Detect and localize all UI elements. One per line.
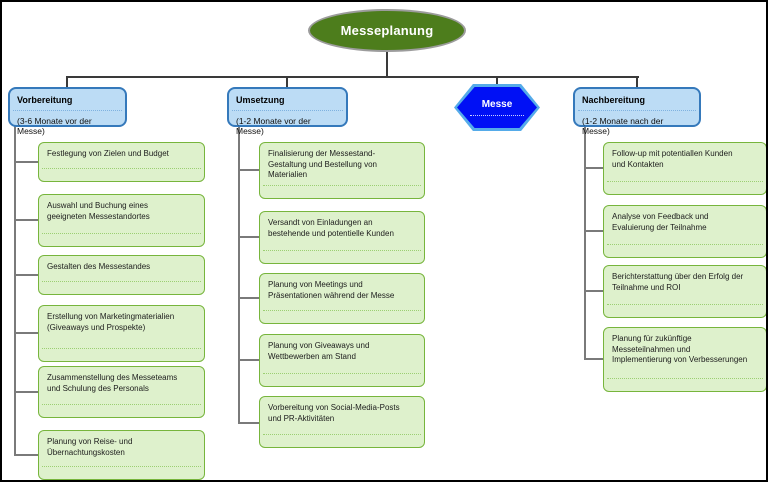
connector-line [66,76,639,78]
root-node-label: Messeplanung [340,23,434,38]
task-node[interactable]: Planung von Giveaways und Wettbewerben a… [259,334,425,387]
connector-line [14,274,39,276]
dotted-divider [13,110,122,111]
task-label: Festlegung von Zielen und Budget [47,149,169,158]
task-label: Versandt von Einladungen an bestehende u… [268,218,394,238]
task-node[interactable]: Analyse von Feedback und Evaluierung der… [603,205,766,258]
task-label: Analyse von Feedback und Evaluierung der… [612,212,709,232]
connector-line [238,236,260,238]
connector-line [14,219,39,221]
connector-line [584,290,604,292]
connector-line [14,126,16,456]
stage-subtitle: (3-6 Monate vor der Messe) [17,116,92,136]
connector-line [584,126,586,360]
stage-node-umsetzung[interactable]: Umsetzung (1-2 Monate vor der Messe) [227,87,348,136]
task-node[interactable]: Planung von Meetings und Präsentationen … [259,273,425,324]
task-node[interactable]: Berichterstattung über den Erfolg der Te… [603,265,766,318]
connector-line [66,76,68,89]
task-label: Gestalten des Messestandes [47,262,151,271]
task-label: Berichterstattung über den Erfolg der Te… [612,272,744,292]
connector-line [584,230,604,232]
task-node[interactable]: Zusammenstellung des Messeteams und Schu… [38,366,205,418]
connector-line [238,359,260,361]
event-label: Messe [481,99,513,110]
connector-line [238,422,260,424]
connector-line [386,51,388,78]
task-label: Planung von Giveaways und Wettbewerben a… [268,341,370,361]
connector-line [238,169,260,171]
connector-line [496,76,498,87]
task-label: Vorbereitung von Social-Media-Posts und … [268,403,400,423]
connector-line [584,358,604,360]
task-node[interactable]: Auswahl und Buchung eines geeigneten Mes… [38,194,205,247]
connector-line [14,332,39,334]
stage-title: Umsetzung [236,95,285,105]
stage-subtitle: (1-2 Monate nach der Messe) [582,116,664,136]
event-node-messe[interactable]: Messe [454,84,540,131]
task-node[interactable]: Vorbereitung von Social-Media-Posts und … [259,396,425,448]
task-node[interactable]: Follow-up mit potentiallen Kunden und Ko… [603,142,766,195]
stage-node-nachbereitung[interactable]: Nachbereitung (1-2 Monate nach der Messe… [573,87,701,136]
task-node[interactable]: Finalisierung der Messestand- Gestaltung… [259,142,425,199]
connector-line [636,76,638,89]
stage-node-vorbereitung[interactable]: Vorbereitung (3-6 Monate vor der Messe) [8,87,127,136]
task-label: Planung von Meetings und Präsentationen … [268,280,395,300]
task-label: Zusammenstellung des Messeteams und Schu… [47,373,178,393]
task-node[interactable]: Planung von Reise- und Übernachtungskost… [38,430,205,480]
task-label: Follow-up mit potentiallen Kunden und Ko… [612,149,733,169]
task-label: Planung von Reise- und Übernachtungskost… [47,437,133,457]
dotted-divider [232,110,343,111]
task-label: Finalisierung der Messestand- Gestaltung… [268,149,377,180]
dotted-divider [578,110,696,111]
connector-line [286,76,288,89]
task-node[interactable]: Versandt von Einladungen an bestehende u… [259,211,425,264]
stage-subtitle: (1-2 Monate vor der Messe) [236,116,311,136]
task-node[interactable]: Festlegung von Zielen und Budget [38,142,205,182]
stage-title: Nachbereitung [582,95,646,105]
task-label: Auswahl und Buchung eines geeigneten Mes… [47,201,150,221]
connector-line [14,391,39,393]
task-label: Erstellung von Marketingmaterialien (Giv… [47,312,175,332]
task-node[interactable]: Gestalten des Messestandes [38,255,205,295]
root-node-messeplanung[interactable]: Messeplanung [308,9,466,52]
task-label: Planung für zukünftige Messeteilnahmen u… [612,334,748,365]
connector-line [238,126,240,424]
task-node[interactable]: Planung für zukünftige Messeteilnahmen u… [603,327,766,392]
stage-title: Vorbereitung [17,95,73,105]
connector-line [238,297,260,299]
connector-line [14,454,39,456]
hexagon-shape: Messe [457,87,537,128]
task-node[interactable]: Erstellung von Marketingmaterialien (Giv… [38,305,205,362]
connector-line [584,167,604,169]
connector-line [14,161,39,163]
dotted-divider [470,115,524,116]
